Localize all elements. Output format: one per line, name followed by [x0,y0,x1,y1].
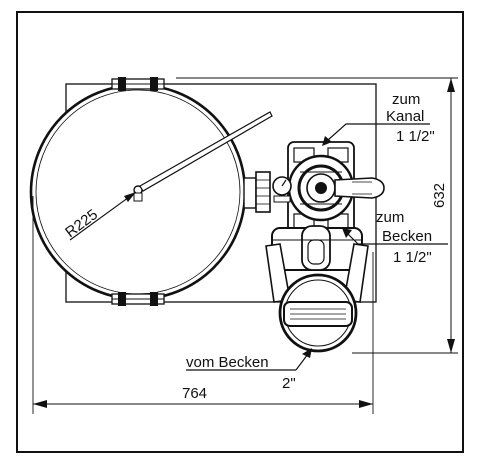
multiport-valve [287,141,355,235]
pump-strainer [278,273,358,353]
inlet-label: vom Becken [186,354,269,371]
radius-leader-line [69,191,137,241]
becken-label-line2: Becken [382,228,432,245]
inlet-size-label: 2" [282,375,296,392]
width-dimension-value: 764 [182,385,207,402]
pressure-gauge-icon [272,176,292,203]
becken-size-label: 1 1/2" [393,249,432,266]
height-dimension-value: 632 [431,183,448,208]
kanal-size-label: 1 1/2" [396,128,435,145]
width-dimension: 764 [32,196,374,414]
kanal-label-line2: Kanal [386,108,424,125]
kanal-label-line1: zum [392,91,420,108]
tank-to-valve-connector [243,171,271,213]
callout-zum-becken: zum Becken 1 1/2" [342,209,448,266]
callout-vom-becken: vom Becken 2" [186,348,312,392]
becken-label-line1: zum [376,209,404,226]
height-dimension: 632 [176,77,458,354]
drawing-frame [16,11,464,453]
diagonal-pipe [139,111,273,192]
radius-arrow-head [124,192,136,202]
tank-clamp-top [111,77,165,91]
callout-zum-kanal: zum Kanal 1 1/2" [322,91,435,146]
valve-handle [334,177,385,199]
tank-clamp-bottom [111,292,165,306]
